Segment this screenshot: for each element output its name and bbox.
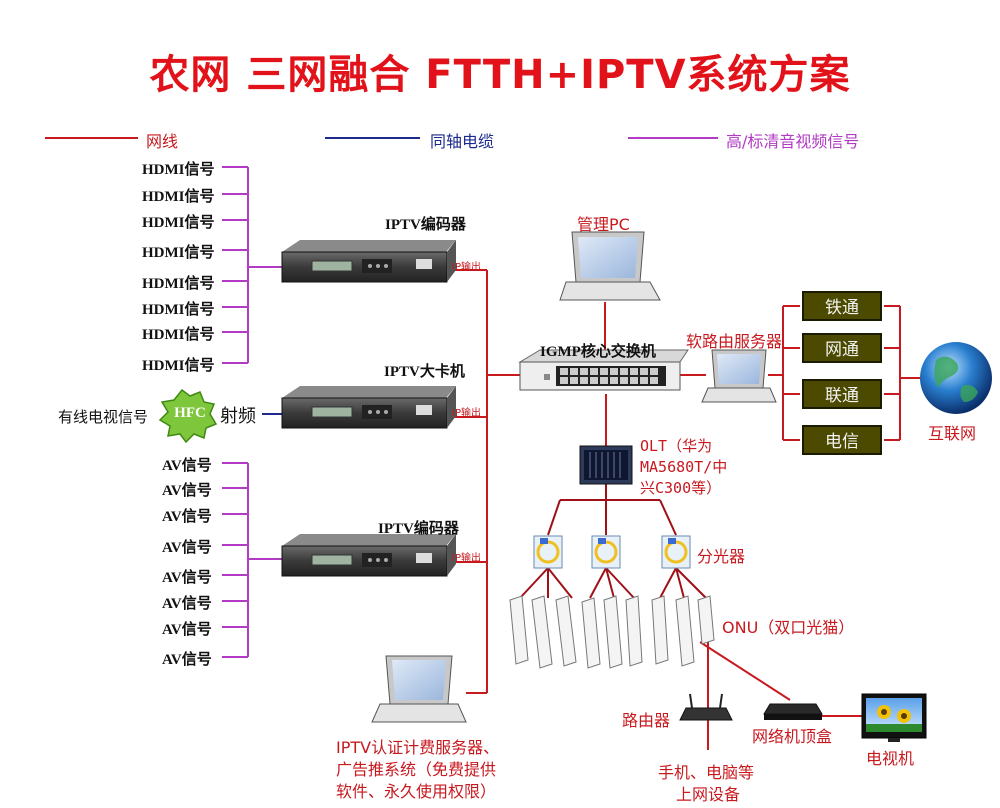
av-signal-lines — [222, 462, 282, 658]
laptop-manage-pc — [559, 231, 661, 301]
globe-internet — [920, 342, 992, 414]
av-input-label: AV信号 — [162, 570, 212, 586]
hdmi-input-label: HDMI信号 — [142, 276, 215, 292]
rack-card-machine — [281, 386, 456, 429]
card-machine-label: IPTV大卡机 — [384, 364, 465, 380]
olt-label: OLT（华为 MA5680T/中 兴C300等） — [640, 436, 727, 499]
av-input-label: AV信号 — [162, 458, 212, 474]
hdmi-input-label: HDMI信号 — [142, 215, 215, 231]
page-title: 农网 三网融合 FTTH+IPTV系统方案 — [149, 52, 851, 98]
billing-label-line: IPTV认证计费服务器、 — [336, 738, 500, 757]
encoder-bottom-label: IPTV编码器 — [378, 521, 459, 537]
hdmi-input-label: HDMI信号 — [142, 302, 215, 318]
onu-group — [509, 595, 715, 669]
hdmi-input-label: HDMI信号 — [142, 162, 215, 178]
legend-av-signal: 高/标清音视频信号 — [726, 132, 860, 151]
av-input-label: AV信号 — [162, 540, 212, 556]
terminals-label: 手机、电脑等 上网设备 — [658, 762, 754, 806]
onu-label: ONU（双口光猫） — [722, 618, 855, 637]
hdmi-signal-lines — [222, 166, 282, 364]
billing-server-label: IPTV认证计费服务器、 广告推系统（免费提供 软件、永久使用权限） — [336, 737, 499, 803]
ip-output-label: IP输出 — [452, 408, 481, 419]
laptop-soft-router — [701, 349, 777, 403]
hdmi-input-label: HDMI信号 — [142, 189, 215, 205]
network-cable-lines — [450, 269, 922, 750]
billing-label-line: 广告推系统（免费提供 — [336, 760, 497, 779]
hdmi-input-label: HDMI信号 — [142, 327, 215, 343]
splitter-2 — [591, 535, 621, 569]
av-input-label: AV信号 — [162, 509, 212, 525]
olt-label-line: 兴C300等） — [640, 479, 722, 497]
soft-router-label: 软路由服务器 — [686, 332, 783, 351]
billing-label-line: 软件、永久使用权限） — [336, 782, 497, 801]
terminals-label-line: 手机、电脑等 — [658, 763, 755, 782]
olt-chassis — [579, 445, 633, 485]
stb-label: 网络机顶盒 — [752, 727, 833, 746]
switch-ports — [560, 368, 658, 384]
hfc-badge — [158, 388, 218, 444]
splitter-3 — [661, 535, 691, 569]
laptop-billing-server — [371, 655, 467, 723]
ip-output-label: IP输出 — [452, 262, 481, 273]
hdmi-input-label: HDMI信号 — [142, 245, 215, 261]
rack-encoder-bottom — [281, 534, 456, 577]
internet-label: 互联网 — [928, 424, 977, 443]
cable-tv-label: 有线电视信号 — [58, 408, 149, 426]
switch-label: IGMP核心交换机 — [540, 344, 656, 360]
rack-encoder-top — [281, 240, 456, 283]
legend-coax: 同轴电缆 — [430, 132, 495, 151]
isp-box-tietong: 铁通 — [802, 291, 882, 321]
isp-box-dianxin: 电信 — [802, 425, 882, 455]
olt-label-line: OLT（华为 — [640, 437, 713, 455]
olt-label-line: MA5680T/中 — [640, 458, 728, 476]
terminals-label-line: 上网设备 — [676, 785, 741, 804]
av-input-label: AV信号 — [162, 483, 212, 499]
fiber-lines — [519, 482, 707, 599]
av-input-label: AV信号 — [162, 622, 212, 638]
manage-pc-label: 管理PC — [577, 215, 630, 234]
isp-box-liantong: 联通 — [802, 379, 882, 409]
tv-device — [861, 693, 927, 742]
av-input-label: AV信号 — [162, 652, 212, 668]
router-device — [679, 693, 733, 721]
router-label: 路由器 — [622, 711, 671, 730]
rf-label: 射频 — [220, 406, 256, 427]
hfc-label: HFC — [174, 405, 206, 421]
tv-label: 电视机 — [866, 749, 915, 768]
set-top-box-device — [763, 703, 823, 720]
encoder-top-label: IPTV编码器 — [385, 217, 466, 233]
splitter-1 — [533, 535, 563, 569]
splitter-label: 分光器 — [697, 547, 746, 566]
hdmi-input-label: HDMI信号 — [142, 358, 215, 374]
isp-box-wangtong: 网通 — [802, 333, 882, 363]
ip-output-label: IP输出 — [452, 553, 481, 564]
legend-network-cable: 网线 — [146, 132, 179, 151]
av-input-label: AV信号 — [162, 596, 212, 612]
